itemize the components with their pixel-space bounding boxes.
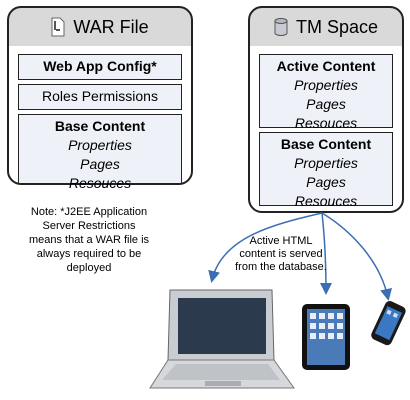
note-line: means that a WAR file is [28,234,150,246]
war-file-panel: WAR File Web App Config* Roles Permissio… [7,6,193,191]
tm-base-content-box: Base Content Properties Pages Resouces [259,132,393,209]
j2ee-note: Note: *J2EE Application Server Restricti… [14,205,164,275]
tm-base-item-resouces: Resouces [294,193,358,209]
arrow-to-laptop [208,212,323,283]
web-app-config-box: Web App Config* [18,54,182,80]
note-line: Note: *J2EE Application [30,206,148,218]
war-base-item-properties: Properties [68,137,132,153]
web-app-config-label: Web App Config* [43,58,157,74]
database-icon [274,17,288,37]
active-item-pages: Pages [306,96,346,112]
roles-permissions-box: Roles Permissions [18,84,182,110]
callout-line: from the database. [235,261,327,273]
tm-base-item-pages: Pages [306,174,346,190]
tm-base-content-title: Base Content [280,136,372,152]
war-base-content-box: Base Content Properties Pages Resouces [18,114,182,191]
active-item-resouces: Resouces [294,115,358,131]
war-base-item-pages: Pages [80,156,120,172]
war-base-content-title: Base Content [54,118,146,134]
active-item-properties: Properties [294,77,358,93]
war-file-header: WAR File [9,8,191,46]
war-file-title: WAR File [73,16,149,37]
callout-line: Active HTML [249,235,313,247]
arrow-to-tablet [319,212,332,295]
active-content-title: Active Content [276,58,376,74]
database-callout: Active HTML content is served from the d… [225,235,337,274]
note-line: Server Restrictions [42,220,136,232]
tm-space-title: TM Space [295,16,379,37]
war-base-item-resouces: Resouces [68,175,132,191]
active-content-box: Active Content Properties Pages Resouces [259,54,393,131]
note-line: always required to be [36,248,142,260]
tm-space-header: TM Space [250,8,402,46]
phone-icon [371,301,406,346]
tablet-icon [302,304,350,370]
arrow-to-phone [321,212,393,301]
note-line: deployed [66,262,112,274]
tm-base-item-properties: Properties [294,155,358,171]
callout-line: content is served [239,248,323,260]
file-icon [51,17,65,37]
laptop-icon [149,289,295,389]
roles-permissions-label: Roles Permissions [42,88,158,104]
tm-space-panel: TM Space Active Content Properties Pages… [248,6,404,213]
